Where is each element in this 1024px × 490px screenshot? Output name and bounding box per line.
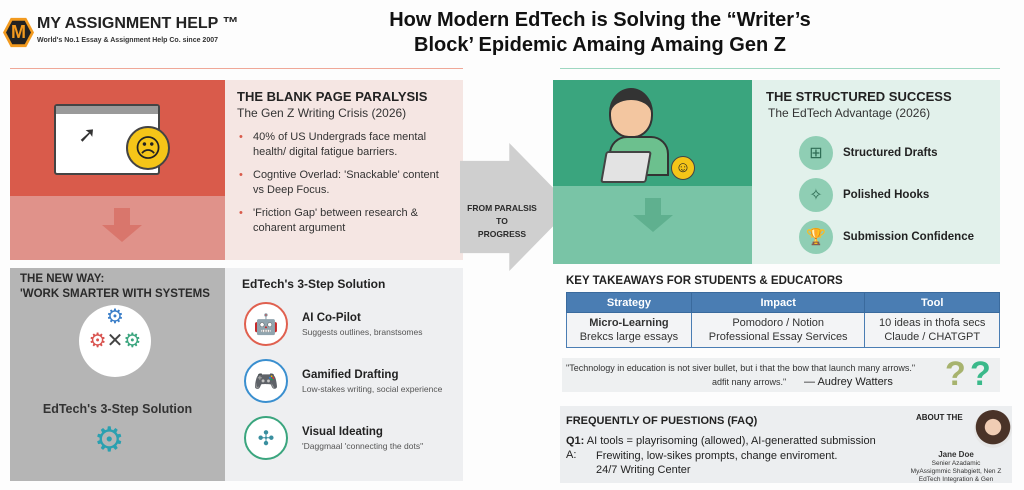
question-mark-icon: ? — [970, 355, 991, 393]
happy-face-icon: ☺ — [671, 156, 695, 180]
arrow-down-icon — [633, 198, 673, 232]
laptop-icon — [600, 151, 652, 183]
divider-red — [10, 68, 463, 69]
author-avatar — [974, 410, 1012, 448]
bullet: Cogntive Overlad: 'Snackable' content vs… — [237, 168, 451, 198]
divider-green — [560, 68, 1000, 69]
faq-box: FREQUENTLY OF PUESTIONS (FAQ) Q1: AI too… — [560, 406, 1012, 483]
new-way-panel: THE NEW WAY:'WORK SMARTER WITH SYSTEMS ⚙… — [10, 268, 225, 481]
logo: M — [3, 17, 34, 48]
gears-icon: ⚙⚙✕⚙ — [79, 305, 151, 377]
takeaways-heading: KEY TAKEAWAYS FOR STUDENTS & EDUCATORS — [566, 275, 843, 287]
arrow-down-icon — [102, 208, 142, 242]
brand-tagline: World's No.1 Essay & Assignment Help Co.… — [37, 37, 219, 44]
problem-illustration: ➚ ☹ — [10, 80, 225, 196]
gamepad-icon: 🎮 — [244, 359, 288, 403]
quote-box: "Technology in education is not siver bu… — [562, 358, 1000, 392]
robot-icon: 🤖 — [244, 302, 288, 346]
structure-icon: ⊞ — [799, 136, 833, 170]
bullet: 'Friction Gap' between research & cohare… — [237, 206, 451, 236]
network-icon: ✣ — [244, 416, 288, 460]
bullet: 40% of US Undergrads face mental health/… — [237, 130, 451, 160]
brand-name: MY ASSIGNMENT HELP ™ — [37, 15, 239, 32]
worried-face-icon: ☹ — [126, 126, 170, 170]
student-icon — [609, 88, 653, 138]
cursor-icon: ➚ — [78, 122, 97, 147]
problem-panel: THE BLANK PAGE PARALYSIS The Gen Z Writi… — [225, 80, 463, 260]
hook-icon: ✧ — [799, 178, 833, 212]
success-lower — [553, 186, 753, 264]
success-illustration: ☺ — [553, 80, 753, 186]
problem-lower — [10, 196, 225, 260]
page-title: How Modern EdTech is Solving the “Writer… — [389, 9, 811, 56]
gear-icon: ⚙ — [94, 421, 125, 459]
step-visual-ideating: ✣ Visual Ideating'Daggmaal 'connecting t… — [244, 416, 423, 460]
success-panel: THE STRUCTURED SUCCESS The EdTech Advant… — [752, 80, 1000, 264]
trophy-icon: 🏆 — [799, 220, 833, 254]
question-mark-icon: ? — [945, 355, 966, 393]
